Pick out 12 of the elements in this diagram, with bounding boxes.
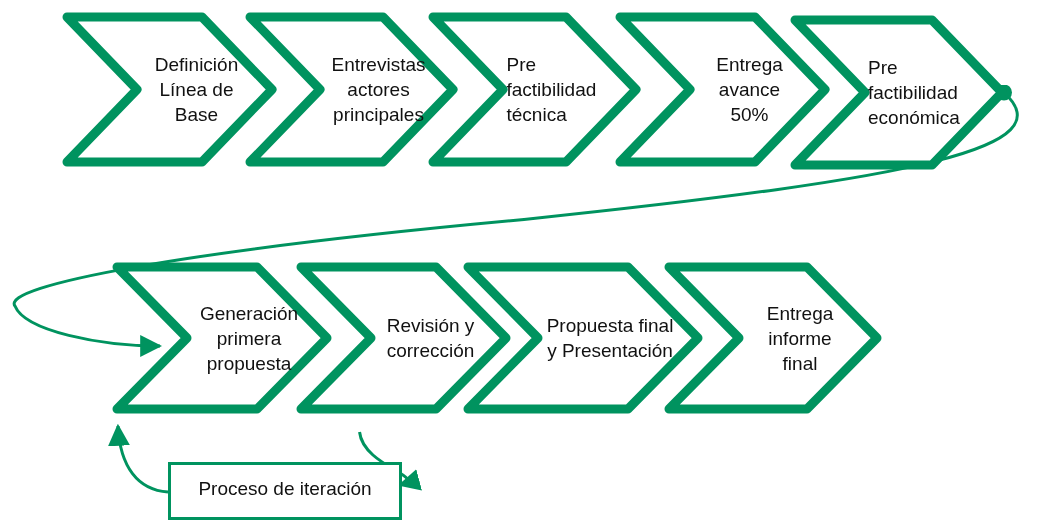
step-label: Generación primera propuesta	[198, 301, 300, 376]
step-label: Pre factibilidad técnica	[506, 53, 598, 127]
arrow	[108, 423, 169, 494]
step-label: Definición Línea de Base	[153, 53, 240, 127]
step-label: Propuesta final y Presentación	[545, 314, 675, 363]
step-label: Entrega avance 50%	[715, 53, 784, 127]
step-label: Pre factibilidad económica	[868, 56, 961, 130]
step-label: Entrega informe final	[765, 301, 835, 376]
arrow	[13, 84, 1018, 357]
step-label: Entrevistas actores principales	[330, 53, 427, 127]
step-label: Revisión y corrección	[385, 314, 476, 363]
step-label: Proceso de iteración	[198, 476, 372, 501]
